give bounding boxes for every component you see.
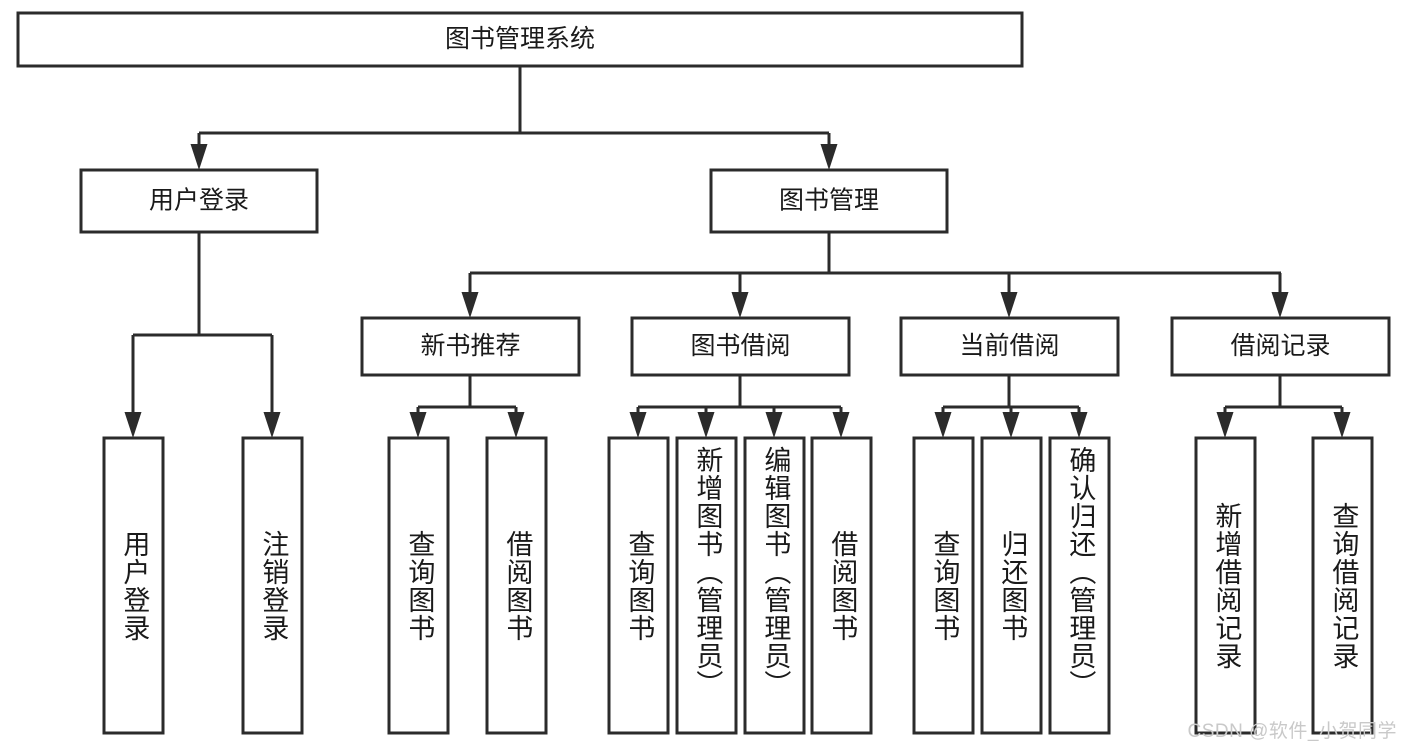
arrow-to-leaf-add-record: [1216, 407, 1234, 438]
leaf-node-leaf-query-record[interactable]: [1311, 436, 1374, 735]
level3-node-borrow-record[interactable]: [1170, 316, 1391, 377]
level3-node-new-book-rec-label: 新书推荐: [420, 332, 520, 360]
node-rect[interactable]: [1311, 436, 1374, 735]
arrow-head-icon: [832, 412, 850, 438]
arrow-head-icon: [1000, 292, 1018, 318]
arrow-head-icon: [190, 144, 208, 170]
arrow-head-icon: [1333, 412, 1351, 438]
node-rect[interactable]: [810, 436, 873, 735]
arrow-head-icon: [765, 412, 783, 438]
arrow-to-new-book-rec: [461, 273, 479, 318]
level3-node-current-borrow-label: 当前借阅: [959, 332, 1059, 360]
arrow-to-leaf-borrow-book-1: [507, 407, 525, 438]
connector-bus-book-borrow: [638, 375, 841, 409]
root-node[interactable]: [16, 11, 1024, 68]
arrow-head-icon: [461, 292, 479, 318]
arrow-head-icon: [507, 412, 525, 438]
leaf-node-leaf-query-book-3[interactable]: [912, 436, 975, 735]
arrow-to-leaf-add-book: [697, 407, 715, 438]
arrow-to-current-borrow: [1000, 273, 1018, 318]
connector-bus-borrow-record: [1225, 375, 1342, 409]
level3-node-book-borrow[interactable]: [630, 316, 851, 377]
arrow-to-borrow-record: [1271, 273, 1289, 318]
node-rect[interactable]: [387, 436, 450, 735]
node-rect[interactable]: [980, 436, 1043, 735]
arrow-to-leaf-query-book-2: [629, 407, 647, 438]
arrow-to-leaf-query-book-3: [934, 407, 952, 438]
arrow-to-leaf-return-book: [1002, 407, 1020, 438]
connector-bus-book-manage: [470, 232, 1281, 275]
arrow-head-icon: [731, 292, 749, 318]
connector-bus-current-borrow: [943, 375, 1079, 409]
arrow-head-icon: [629, 412, 647, 438]
arrow-head-icon: [124, 412, 142, 438]
leaf-node-leaf-edit-book[interactable]: [743, 436, 806, 735]
leaf-node-leaf-query-book-1[interactable]: [387, 436, 450, 735]
level2-node-user-login[interactable]: [79, 168, 319, 234]
node-rect[interactable]: [630, 316, 851, 377]
connector-bus-user-login: [133, 232, 272, 337]
arrow-head-icon: [409, 412, 427, 438]
arrow-head-icon: [1271, 292, 1289, 318]
root-node-label: 图书管理系统: [445, 25, 595, 53]
leaf-node-leaf-borrow-book-2[interactable]: [810, 436, 873, 735]
leaf-node-leaf-user-logout[interactable]: [241, 436, 304, 735]
leaf-node-leaf-borrow-book-1[interactable]: [485, 436, 548, 735]
leaf-node-leaf-user-login[interactable]: [102, 436, 165, 735]
arrow-to-leaf-query-record: [1333, 407, 1351, 438]
node-rect[interactable]: [102, 436, 165, 735]
leaf-node-leaf-return-book[interactable]: [980, 436, 1043, 735]
arrow-to-leaf-user-logout: [263, 335, 281, 438]
leaf-node-leaf-confirm-return[interactable]: [1048, 436, 1111, 735]
arrow-head-icon: [1070, 412, 1088, 438]
arrow-head-icon: [1216, 412, 1234, 438]
node-rect[interactable]: [607, 436, 670, 735]
arrow-head-icon: [1002, 412, 1020, 438]
node-rect[interactable]: [16, 11, 1024, 68]
node-rect[interactable]: [1170, 316, 1391, 377]
arrow-to-leaf-borrow-book-2: [832, 407, 850, 438]
node-rect[interactable]: [675, 436, 738, 735]
level3-node-book-borrow-label: 图书借阅: [690, 332, 790, 360]
node-rect[interactable]: [79, 168, 319, 234]
node-rect[interactable]: [1048, 436, 1111, 735]
arrow-head-icon: [934, 412, 952, 438]
node-rect[interactable]: [912, 436, 975, 735]
arrow-to-leaf-query-book-1: [409, 407, 427, 438]
arrow-to-book-manage: [820, 133, 838, 170]
arrow-to-book-borrow: [731, 273, 749, 318]
node-boxes-layer: [16, 11, 1391, 735]
arrow-to-user-login: [190, 133, 208, 170]
leaf-node-leaf-add-record[interactable]: [1194, 436, 1257, 735]
arrow-head-icon: [697, 412, 715, 438]
node-rect[interactable]: [899, 316, 1120, 377]
level2-node-book-manage-label: 图书管理: [779, 187, 879, 215]
connector-bus-root: [199, 66, 829, 135]
level3-node-borrow-record-label: 借阅记录: [1230, 332, 1330, 360]
level2-node-user-login-label: 用户登录: [149, 187, 249, 215]
connector-bus-new-book-rec: [418, 375, 516, 409]
arrow-to-leaf-edit-book: [765, 407, 783, 438]
arrowheads-layer: [124, 133, 1351, 438]
level2-node-book-manage[interactable]: [709, 168, 949, 234]
node-rect[interactable]: [360, 316, 581, 377]
leaf-node-leaf-query-book-2[interactable]: [607, 436, 670, 735]
node-rect[interactable]: [1194, 436, 1257, 735]
arrow-to-leaf-confirm-return: [1070, 407, 1088, 438]
connectors-layer: [133, 66, 1342, 409]
node-rect[interactable]: [485, 436, 548, 735]
arrow-head-icon: [263, 412, 281, 438]
watermark-text: CSDN @软件_小贺同学: [1187, 721, 1397, 742]
node-rect[interactable]: [709, 168, 949, 234]
level3-node-current-borrow[interactable]: [899, 316, 1120, 377]
arrow-to-leaf-user-login: [124, 335, 142, 438]
leaf-node-leaf-add-book[interactable]: [675, 436, 738, 735]
node-rect[interactable]: [241, 436, 304, 735]
node-rect[interactable]: [743, 436, 806, 735]
level3-node-new-book-rec[interactable]: [360, 316, 581, 377]
arrow-head-icon: [820, 144, 838, 170]
